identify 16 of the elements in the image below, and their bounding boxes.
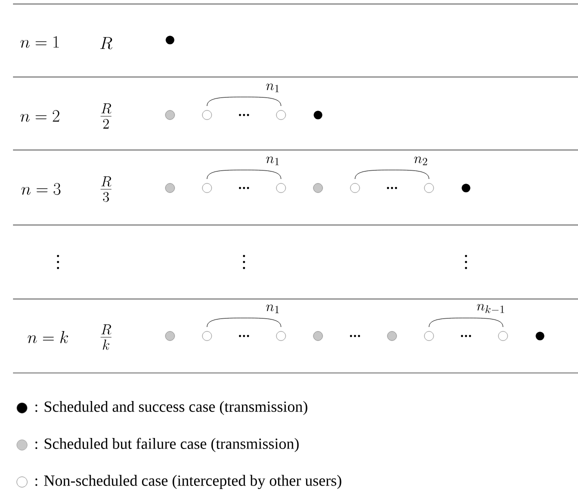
rate-label: $\frac{R}{3}$	[100, 176, 112, 202]
brace-label: $n_1$	[266, 84, 279, 92]
brace-label: $n_1$	[266, 304, 279, 314]
row-label: $n = k$	[28, 331, 68, 344]
legend-text: : Non-scheduled case (intercepted by other users)	[35, 474, 342, 490]
rate-label: $R$	[100, 37, 112, 50]
brace-label: $n_{k-1}$	[476, 304, 504, 314]
row-label: $n = 3$	[21, 183, 60, 195]
brace-label: $n_1$	[266, 156, 279, 166]
rate-label: $\frac{R}{k}$	[100, 324, 112, 350]
row-label: $n = 1$	[20, 36, 59, 48]
brace-label: $n_2$	[414, 156, 428, 166]
row-label: $n = 2$	[20, 110, 60, 122]
legend-text: : Scheduled but failure case (transmission)	[35, 438, 299, 452]
rate-label: $\frac{R}{2}$	[100, 103, 112, 129]
legend-text: : Scheduled and success case (transmission)	[35, 400, 308, 416]
